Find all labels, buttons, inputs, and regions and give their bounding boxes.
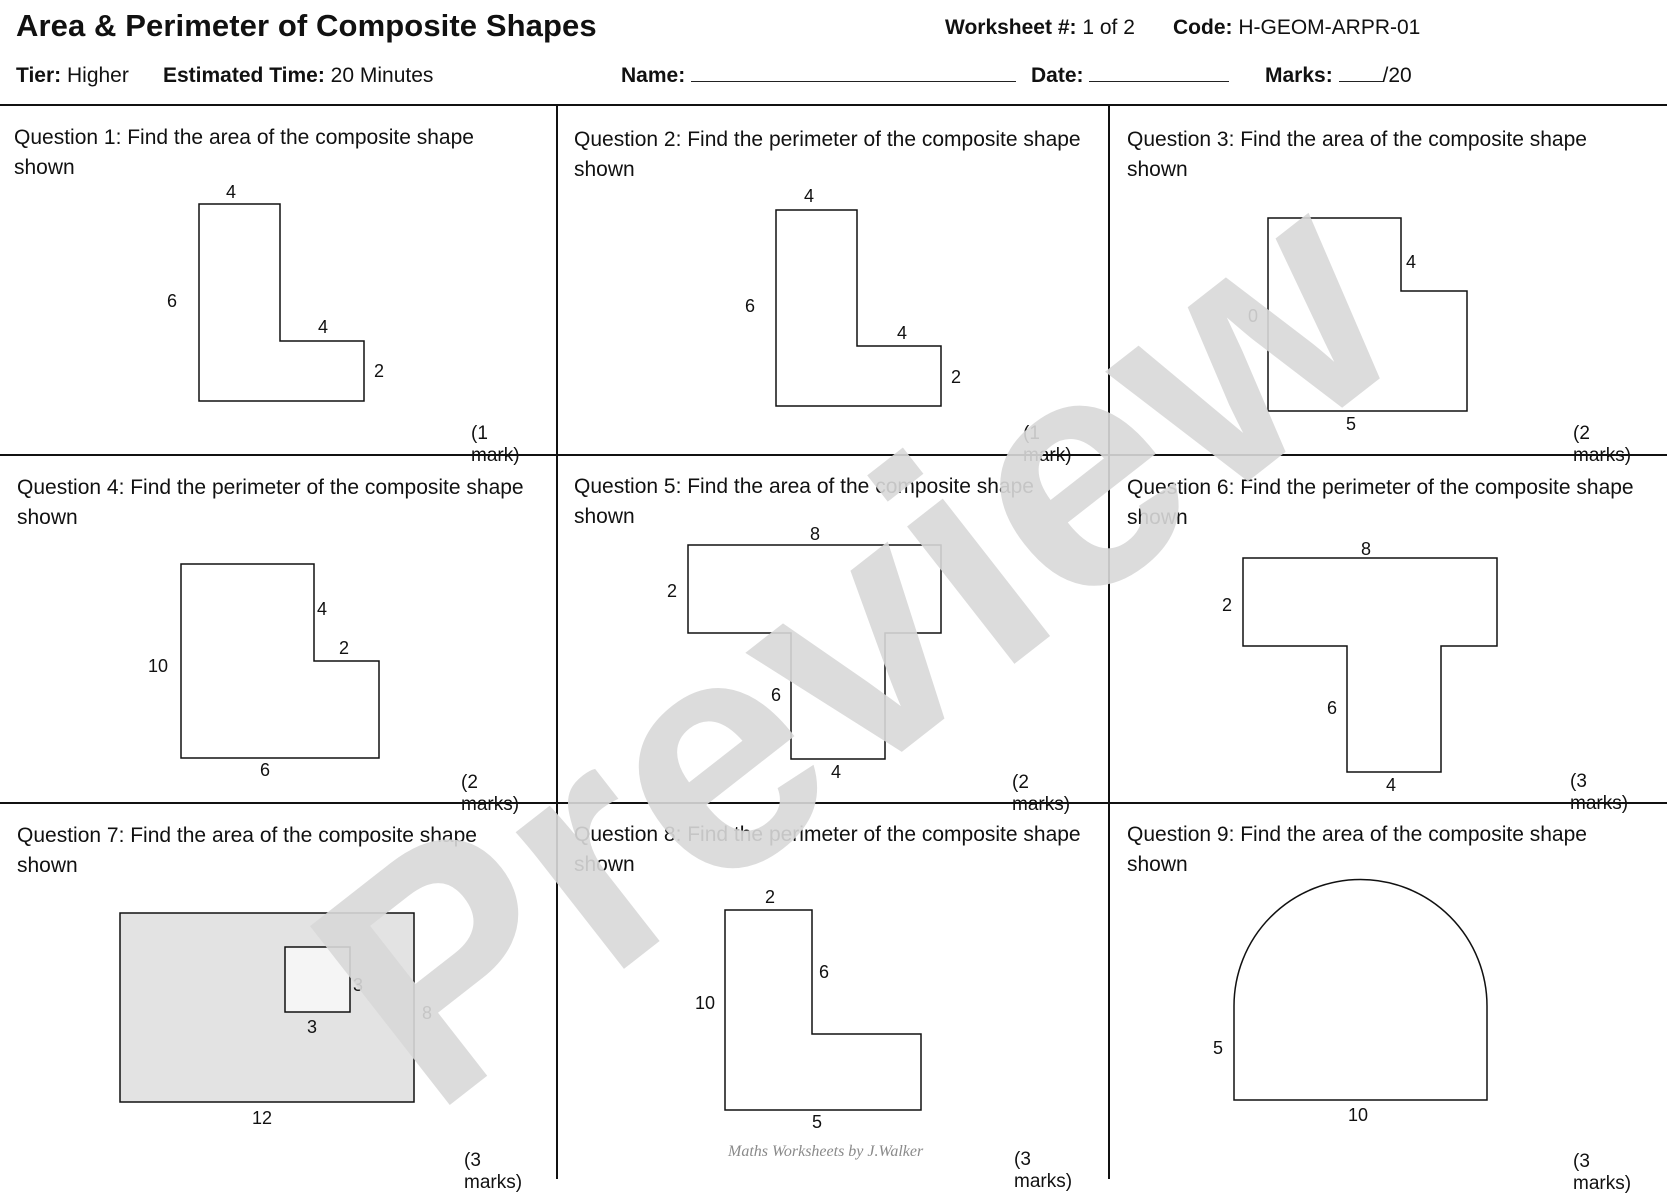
name-blank[interactable] — [691, 81, 1017, 82]
date-blank[interactable] — [1089, 81, 1230, 82]
marks-badge: (2 marks) — [1573, 423, 1632, 466]
question-text: Question 5: Find the area of the composi… — [574, 475, 1034, 528]
dimension-label: 6 — [771, 685, 781, 705]
dimension-label: 4 — [1386, 775, 1396, 795]
code-value: H-GEOM-ARPR-01 — [1238, 16, 1421, 39]
dimension-label: 8 — [422, 1003, 432, 1023]
dimension-label: 2 — [951, 367, 961, 387]
page-title: Area & Perimeter of Composite Shapes — [16, 8, 597, 43]
dimension-label: 10 — [1348, 1105, 1368, 1125]
l-shape-diagram: 2 6 10 5 — [695, 887, 922, 1132]
dimension-label: 3 — [353, 975, 363, 995]
composite-shape-diagram: 4 0 5 — [1248, 217, 1468, 434]
dimension-label: 8 — [810, 524, 820, 544]
name-label: Name: — [621, 64, 686, 87]
dimension-label: 6 — [167, 291, 177, 311]
dimension-label: 4 — [1406, 252, 1416, 272]
dimension-label: 3 — [307, 1017, 317, 1037]
dimension-label: 2 — [765, 887, 775, 907]
grid-divider — [0, 802, 1667, 804]
dimension-label: 4 — [317, 599, 327, 619]
dimension-label: 0 — [1248, 306, 1258, 326]
grid-divider — [1108, 105, 1110, 1179]
header-divider — [0, 104, 1667, 106]
dimension-label: 6 — [745, 296, 755, 316]
question-text: Question 4: Find the perimeter of the co… — [17, 476, 524, 529]
question-text: Question 7: Find the area of the composi… — [17, 824, 477, 877]
dimension-label: 4 — [897, 323, 907, 343]
dimension-label: 6 — [1327, 698, 1337, 718]
worksheet-label: Worksheet #: — [945, 16, 1077, 39]
dimension-label: 2 — [374, 361, 384, 381]
question-text: Question 2: Find the perimeter of the co… — [574, 128, 1081, 181]
date-field[interactable]: Date: — [1031, 64, 1230, 88]
dimension-label: 4 — [804, 186, 814, 206]
dimension-label: 10 — [695, 993, 715, 1013]
dimension-label: 6 — [819, 962, 829, 982]
marks-badge: (2 marks) — [461, 772, 520, 815]
tier-value: Higher — [66, 64, 129, 87]
dimension-label: 4 — [318, 317, 328, 337]
question-text: Question 6: Find the perimeter of the co… — [1127, 476, 1634, 529]
question-text: Question 9: Find the area of the composi… — [1127, 823, 1587, 876]
l-shape-diagram: 4 6 4 2 — [167, 182, 384, 402]
footer-credit: Maths Worksheets by J.Walker — [728, 1143, 924, 1160]
t-shape-diagram: 8 2 6 4 — [667, 524, 942, 782]
composite-shape-diagram: 4 2 10 6 — [148, 563, 380, 780]
dimension-label: 2 — [667, 581, 677, 601]
dimension-label: 5 — [1213, 1038, 1223, 1058]
dimension-label: 8 — [1361, 539, 1371, 559]
estimated-time: Estimated Time: 20 Minutes — [163, 64, 433, 88]
marks-badge: (3 marks) — [1573, 1151, 1632, 1194]
marks-total: /20 — [1382, 64, 1412, 87]
tier: Tier: Higher — [16, 64, 129, 88]
marks-field[interactable]: Marks: /20 — [1265, 64, 1412, 88]
marks-badge: (3 marks) — [1570, 771, 1629, 814]
marks-badge: (2 marks) — [1012, 772, 1071, 815]
marks-badge: (1 mark) — [471, 423, 520, 466]
date-label: Date: — [1031, 64, 1084, 87]
time-label: Estimated Time: — [163, 64, 325, 87]
dimension-label: 2 — [339, 638, 349, 658]
l-shape-diagram: 4 6 4 2 — [745, 186, 961, 407]
worksheet-value: 1 of 2 — [1082, 16, 1135, 39]
dimension-label: 5 — [812, 1112, 822, 1132]
tier-label: Tier: — [16, 64, 62, 87]
grid-divider — [556, 105, 558, 1179]
marks-label: Marks: — [1265, 64, 1333, 87]
dimension-label: 12 — [252, 1108, 272, 1128]
worksheet-number: Worksheet #: 1 of 2 — [945, 16, 1135, 40]
dimension-label: 2 — [1222, 595, 1232, 615]
grid-divider — [0, 454, 1667, 456]
worksheet-code: Code: H-GEOM-ARPR-01 — [1173, 16, 1420, 40]
question-text: Question 3: Find the area of the composi… — [1127, 128, 1587, 181]
marks-badge: (1 mark) — [1023, 423, 1072, 466]
shaded-rectangle-with-hole-diagram: 3 3 8 12 — [119, 912, 432, 1128]
dimension-label: 4 — [831, 762, 841, 782]
code-label: Code: — [1173, 16, 1233, 39]
dimension-label: 10 — [148, 656, 168, 676]
dimension-label: 4 — [226, 182, 236, 202]
name-field[interactable]: Name: — [621, 64, 1017, 88]
dimension-label: 6 — [260, 760, 270, 780]
question-text: Question 8: Find the perimeter of the co… — [574, 823, 1081, 876]
dimension-label: 5 — [1346, 414, 1356, 434]
marks-blank[interactable] — [1338, 81, 1383, 82]
time-value: 20 Minutes — [330, 64, 434, 87]
t-shape-diagram: 8 2 6 4 — [1222, 539, 1498, 795]
question-text: Question 1: Find the area of the composi… — [14, 126, 474, 179]
